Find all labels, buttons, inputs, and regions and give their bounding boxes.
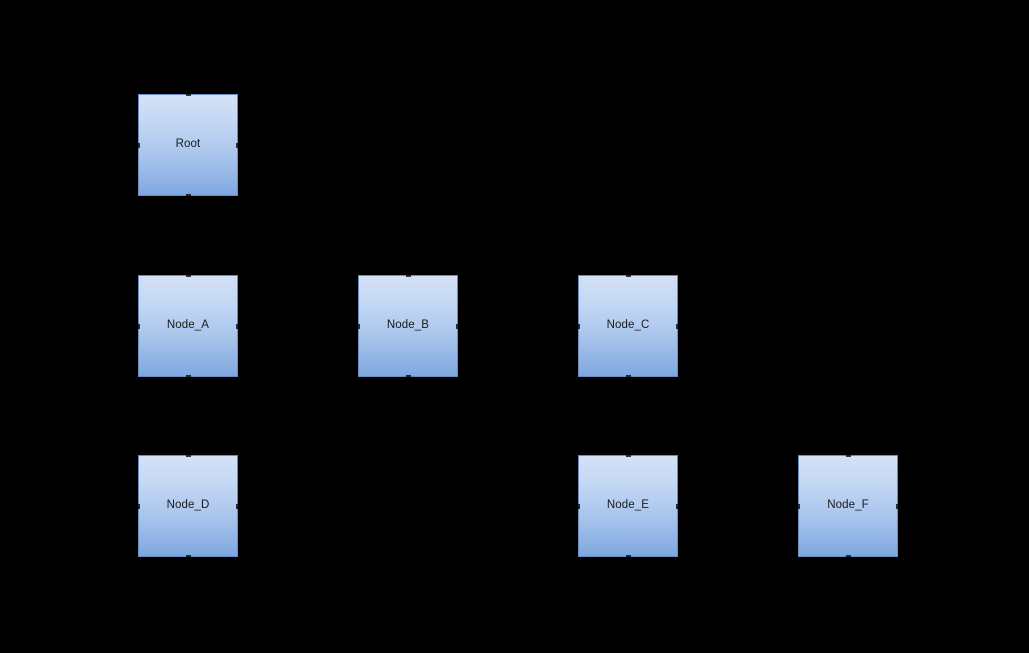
graph-node-label: Node_B — [386, 319, 430, 332]
graph-node-node-c[interactable]: Node_C — [578, 275, 678, 377]
connection-anchor-bottom-icon[interactable] — [185, 194, 191, 196]
connection-anchor-left-icon[interactable] — [798, 503, 800, 509]
connection-anchor-right-icon[interactable] — [456, 323, 458, 329]
graph-edge-root-to-node-b — [187, 196, 409, 275]
connection-anchor-right-icon[interactable] — [236, 142, 238, 148]
connection-anchor-left-icon[interactable] — [138, 142, 140, 148]
graph-edge-node-c-to-node-f — [627, 377, 849, 455]
connection-anchor-left-icon[interactable] — [578, 323, 580, 329]
connection-anchor-top-icon[interactable] — [625, 275, 631, 277]
graph-node-label: Node_E — [606, 499, 650, 512]
connection-anchor-left-icon[interactable] — [138, 503, 140, 509]
graph-node-node-d[interactable]: Node_D — [138, 455, 238, 557]
connection-anchor-right-icon[interactable] — [676, 503, 678, 509]
connection-anchor-bottom-icon[interactable] — [405, 375, 411, 377]
connection-anchor-top-icon[interactable] — [405, 275, 411, 277]
graph-node-label: Node_D — [166, 499, 210, 512]
graph-node-label: Root — [175, 138, 201, 151]
graph-edge-root-to-node-c — [187, 196, 629, 275]
connection-anchor-right-icon[interactable] — [896, 503, 898, 509]
connection-anchor-top-icon[interactable] — [845, 455, 851, 457]
graph-node-label: Node_C — [606, 319, 650, 332]
graph-node-root[interactable]: Root — [138, 94, 238, 196]
connection-anchor-bottom-icon[interactable] — [845, 555, 851, 557]
connection-anchor-bottom-icon[interactable] — [625, 555, 631, 557]
graph-node-label: Node_F — [827, 499, 869, 512]
graph-node-node-a[interactable]: Node_A — [138, 275, 238, 377]
graph-node-node-e[interactable]: Node_E — [578, 455, 678, 557]
connection-anchor-bottom-icon[interactable] — [185, 555, 191, 557]
connection-anchor-left-icon[interactable] — [138, 323, 140, 329]
connection-anchor-top-icon[interactable] — [185, 275, 191, 277]
connection-anchor-bottom-icon[interactable] — [185, 375, 191, 377]
connection-anchor-right-icon[interactable] — [236, 323, 238, 329]
graph-node-label: Node_A — [166, 319, 210, 332]
connection-anchor-bottom-icon[interactable] — [625, 375, 631, 377]
connection-anchor-left-icon[interactable] — [358, 323, 360, 329]
connection-anchor-right-icon[interactable] — [236, 503, 238, 509]
connection-anchor-left-icon[interactable] — [578, 503, 580, 509]
connection-anchor-top-icon[interactable] — [625, 455, 631, 457]
connection-anchor-top-icon[interactable] — [185, 455, 191, 457]
graph-node-node-b[interactable]: Node_B — [358, 275, 458, 377]
graph-node-node-f[interactable]: Node_F — [798, 455, 898, 557]
connection-anchor-right-icon[interactable] — [676, 323, 678, 329]
connection-anchor-top-icon[interactable] — [185, 94, 191, 96]
